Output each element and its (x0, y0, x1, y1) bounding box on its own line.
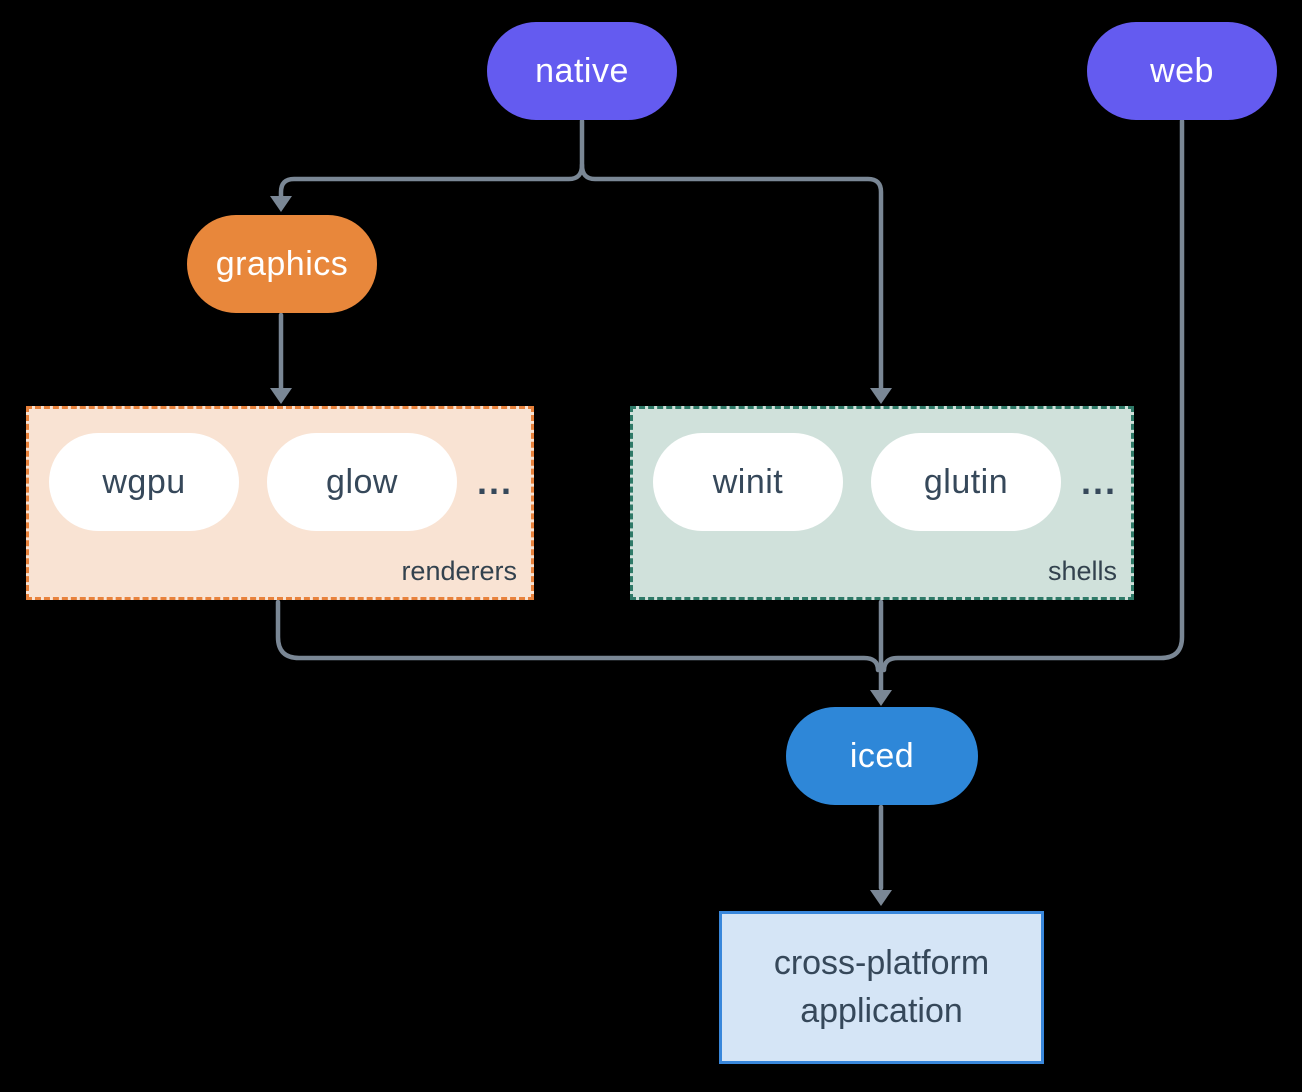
node-wgpu: wgpu (49, 433, 239, 531)
renderers-ellipsis: ... (476, 461, 513, 502)
edge-native-shells (579, 162, 884, 393)
node-cross-platform-application: cross-platform application (719, 911, 1044, 1064)
node-web-label: web (1150, 51, 1214, 90)
edge-renderers-merge (275, 599, 881, 673)
node-iced: iced (786, 707, 978, 805)
node-web: web (1087, 22, 1277, 120)
node-iced-label: iced (849, 736, 915, 775)
shells-ellipsis: ... (1080, 461, 1117, 502)
arrowhead-graphics (270, 196, 292, 212)
node-winit-label: winit (712, 462, 784, 501)
node-wgpu-label: wgpu (102, 462, 186, 501)
arrowhead-shells (870, 388, 892, 404)
node-glutin: glutin (871, 433, 1061, 531)
edge-native-graphics (278, 118, 585, 199)
node-glutin-label: glutin (923, 462, 1009, 501)
node-winit: winit (653, 433, 843, 531)
group-renderers: wgpu glow ... renderers (26, 406, 534, 600)
arrowhead-iced (870, 690, 892, 706)
arrowhead-renderers (270, 388, 292, 404)
group-shells: winit glutin ... shells (630, 406, 1134, 600)
renderers-group-label: renderers (401, 556, 517, 586)
node-graphics-label: graphics (215, 244, 349, 283)
shells-group-label: shells (1047, 556, 1117, 586)
node-cross-platform-application-label: cross-platform application (773, 943, 990, 1030)
node-glow-label: glow (326, 462, 398, 501)
node-glow: glow (267, 433, 457, 531)
arrowhead-application (870, 890, 892, 906)
node-graphics: graphics (187, 215, 377, 313)
node-native: native (487, 22, 677, 120)
node-native-label: native (535, 51, 629, 90)
